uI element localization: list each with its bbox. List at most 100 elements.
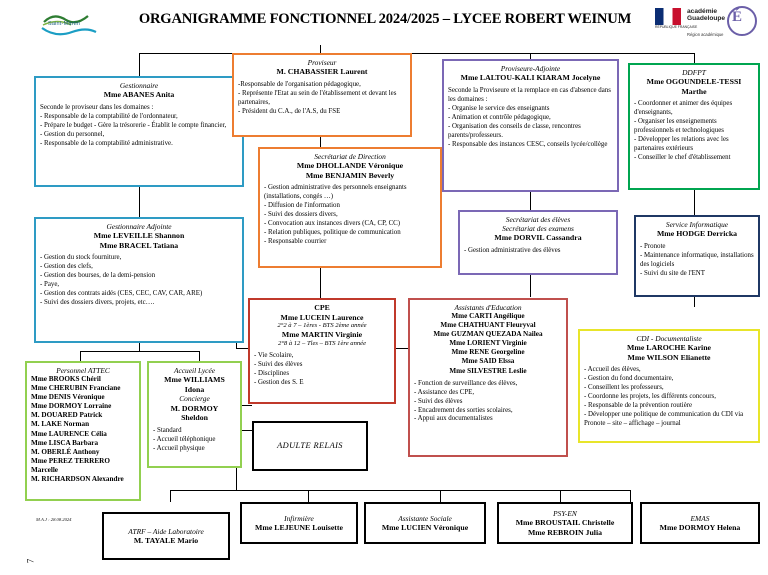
- personnel-attec-names: Mme BROOKS Chéril Mme CHERUBIN Franciane…: [31, 375, 124, 483]
- logo-text: Saint-Martin: [48, 21, 81, 27]
- proviseure-adjointe-body: Seconde la Proviseure et la remplace en …: [448, 86, 611, 148]
- box-proviseur[interactable]: Proviseur M. CHABASSIER Laurent -Respons…: [232, 53, 412, 137]
- connector: [320, 137, 321, 147]
- infirmiere-name: Mme LEJEUNE Louisette: [255, 522, 343, 532]
- connector: [236, 430, 256, 431]
- box-service-informatique[interactable]: Service Informatique Mme HODGE Derricka …: [634, 215, 760, 297]
- connector: [308, 490, 309, 502]
- secretariat-eleves-body: - Gestion administrative des élèves: [464, 247, 561, 254]
- assistants-education-title: Assistants d'Education: [454, 303, 522, 312]
- cdi-name: Mme LAROCHE Karine Mme WILSON Elianette: [626, 343, 712, 362]
- box-emas[interactable]: EMAS Mme DORMOY Helena: [640, 502, 760, 544]
- connector: [694, 190, 695, 215]
- box-cpe[interactable]: CPE Mme LUCEIN Laurence 2°2 à 7 – 1ères …: [248, 298, 396, 404]
- box-adulte-relais[interactable]: ADULTE RELAIS: [252, 421, 368, 471]
- emas-title: EMAS: [690, 513, 710, 523]
- emas-name: Mme DORMOY Helena: [659, 522, 741, 532]
- box-secretariat-direction[interactable]: Secrétariat de Direction Mme DHOLLANDE V…: [258, 147, 442, 268]
- infirmiere-title: Infirmière: [284, 513, 314, 523]
- box-personnel-attec[interactable]: Personnel ATTEC Mme BROOKS Chéril Mme CH…: [25, 361, 141, 501]
- assistante-sociale-name: Mme LUCIEN Véronique: [381, 522, 469, 532]
- box-proviseure-adjointe[interactable]: Proviseure-Adjointe Mme LALTOU-KALI KIAR…: [442, 59, 619, 192]
- connector: [530, 192, 531, 210]
- concierge-name: M. DORMOY Sheldon: [170, 403, 219, 423]
- gestionnaire-adjointe-name: Mme LEVEILLE Shannon Mme BRACEL Tatiana: [93, 231, 185, 250]
- academy-word: académie Guadeloupe: [687, 8, 725, 22]
- gestionnaire-body: Seconde le proviseur dans les domaines :…: [40, 103, 227, 147]
- gestionnaire-name: Mme ABANES Anita: [103, 90, 175, 100]
- connector: [80, 351, 199, 352]
- connector: [170, 490, 171, 502]
- service-informatique-name: Mme HODGE Derricka: [656, 229, 738, 239]
- connector: [236, 348, 248, 349]
- box-ddfpt[interactable]: DDFPT Mme OGOUNDELE-TESSI Marthe - Coord…: [628, 63, 760, 190]
- cdi-title: CDI - Documentaliste: [636, 334, 702, 343]
- connector: [396, 348, 408, 349]
- connector: [320, 268, 321, 298]
- page-number: 7: [25, 558, 36, 564]
- connector: [80, 351, 81, 361]
- connector: [694, 297, 695, 307]
- cpe-classes-2: 2°8 à 12 – Tles – BTS 1ère année: [277, 340, 367, 347]
- connector: [199, 351, 200, 361]
- proviseur-title: Proviseur: [307, 58, 337, 67]
- secretariat-eleves-title: Secrétariat des élèves Secrétariat des e…: [502, 215, 574, 234]
- secretariat-direction-name: Mme DHOLLANDE Véronique Mme BENJAMIN Bev…: [296, 161, 404, 180]
- connector: [139, 53, 140, 76]
- flag-caption: RÉPUBLIQUE FRANÇAISE: [655, 25, 698, 29]
- gestionnaire-title: Gestionnaire: [119, 81, 159, 90]
- academy-line1: académie: [687, 8, 718, 15]
- box-psyen[interactable]: PSY-EN Mme BROUSTAIL Christelle Mme REBR…: [497, 502, 633, 544]
- connector: [530, 275, 531, 297]
- box-accueil-lycee[interactable]: Accueil Lycée Mme WILLIAMS Idona Concier…: [147, 361, 242, 468]
- ddfpt-title: DDFPT: [682, 68, 706, 77]
- box-gestionnaire[interactable]: Gestionnaire Mme ABANES Anita Seconde le…: [34, 76, 244, 187]
- connector: [440, 490, 441, 502]
- psyen-title: PSY-EN: [553, 508, 577, 518]
- connector: [139, 343, 140, 351]
- academy-line2: Guadeloupe: [687, 15, 726, 23]
- cpe-body: - Vie Scolaire, - Suivi des élèves - Dis…: [254, 352, 304, 386]
- connector: [560, 490, 561, 502]
- secretariat-eleves-name: Mme DORVIL Cassandra: [494, 233, 582, 243]
- connector: [694, 53, 695, 63]
- box-secretariat-eleves[interactable]: Secrétariat des élèves Secrétariat des e…: [458, 210, 618, 275]
- atrf-title: ATRF – Aide Laboratoire: [128, 526, 204, 536]
- gestionnaire-adjointe-body: - Gestion du stock fourniture, - Gestion…: [40, 254, 203, 307]
- connector-top-spine: [139, 53, 694, 54]
- academy-letter: É: [732, 9, 743, 25]
- box-atrf[interactable]: ATRF – Aide Laboratoire M. TAYALE Mario: [102, 512, 230, 560]
- proviseure-adjointe-name: Mme LALTOU-KALI KIARAM Jocelyne: [460, 73, 601, 83]
- atrf-name: M. TAYALE Mario: [133, 535, 199, 545]
- connector: [530, 53, 531, 59]
- proviseur-name: M. CHABASSIER Laurent: [276, 67, 368, 77]
- cdi-body: - Accueil des élèves, - Gestion du fond …: [584, 366, 744, 428]
- proviseure-adjointe-title: Proviseure-Adjointe: [500, 64, 561, 73]
- connector: [630, 490, 631, 502]
- secretariat-direction-body: - Gestion administrative des personnels …: [264, 184, 407, 246]
- box-infirmiere[interactable]: Infirmière Mme LEJEUNE Louisette: [240, 502, 358, 544]
- cpe-title: CPE: [314, 303, 330, 312]
- box-gestionnaire-adjointe[interactable]: Gestionnaire Adjointe Mme LEVEILLE Shann…: [34, 217, 244, 343]
- connector: [139, 187, 140, 217]
- adulte-relais-title: ADULTE RELAIS: [277, 440, 343, 450]
- assistants-education-names: Mme CARTI Angélique Mme CHATHUANT Fleury…: [433, 312, 543, 375]
- box-assistante-sociale[interactable]: Assistante Sociale Mme LUCIEN Véronique: [364, 502, 486, 544]
- connector-bottom-spine: [170, 490, 630, 491]
- assistants-education-body: - Fonction de surveillance des élèves, -…: [414, 379, 518, 423]
- academy-ring-icon: [727, 6, 757, 36]
- box-assistants-education[interactable]: Assistants d'Education Mme CARTI Angéliq…: [408, 298, 568, 457]
- personnel-attec-title: Personnel ATTEC: [56, 366, 110, 375]
- region-academique-label: Région académique: [687, 32, 724, 37]
- secretariat-direction-title: Secrétariat de Direction: [314, 152, 386, 161]
- box-cdi-documentaliste[interactable]: CDI - Documentaliste Mme LAROCHE Karine …: [578, 329, 760, 443]
- academie-guadeloupe-logo: RÉPUBLIQUE FRANÇAISE académie Guadeloupe…: [655, 6, 760, 46]
- page-title: ORGANIGRAMME FONCTIONNEL 2024/2025 – LYC…: [138, 11, 632, 27]
- assistante-sociale-title: Assistante Sociale: [398, 513, 452, 523]
- saint-martin-logo: Saint-Martin: [38, 8, 110, 42]
- accueil-lycee-title: Accueil Lycée: [173, 366, 216, 375]
- psyen-name: Mme BROUSTAIL Christelle Mme REBROIN Jul…: [515, 517, 615, 537]
- update-date: M.A.J : 28.08.2024: [36, 517, 72, 522]
- ddfpt-name: Mme OGOUNDELE-TESSI Marthe: [646, 77, 742, 96]
